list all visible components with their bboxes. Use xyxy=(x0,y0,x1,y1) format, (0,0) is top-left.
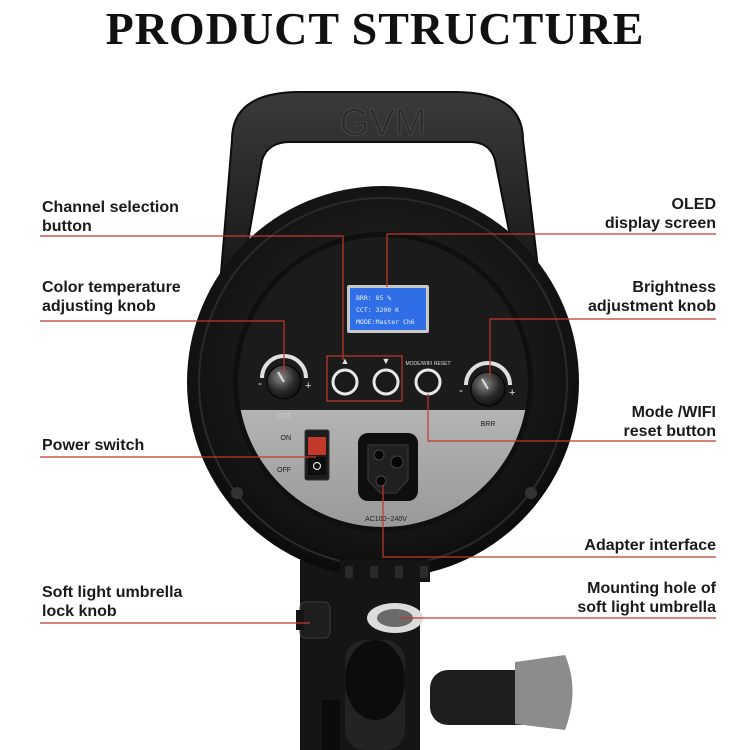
cct-knob-label: CCT xyxy=(277,413,292,420)
callout-text: soft light umbrella xyxy=(577,599,716,616)
voltage-label: AC100~240V xyxy=(365,516,407,523)
svg-text:+: + xyxy=(305,380,311,392)
adapter-socket[interactable] xyxy=(358,433,418,501)
callout-text: display screen xyxy=(604,215,716,232)
svg-text:-: - xyxy=(459,383,463,397)
callout-text: OLED xyxy=(671,196,716,213)
callout-text: Soft light umbrella xyxy=(42,584,183,601)
mount-bracket xyxy=(300,560,573,750)
mode-button-label: MODE/WIFI RESET xyxy=(406,361,451,367)
callout-channel-selection: Channel selection button xyxy=(42,198,179,236)
callout-power-switch: Power switch xyxy=(42,436,144,455)
callout-text: adjustment knob xyxy=(587,298,716,315)
brightness-knob[interactable]: - + xyxy=(459,361,515,407)
callout-adapter-interface: Adapter interface xyxy=(584,536,716,555)
callout-mounting-hole: Mounting hole of soft light umbrella xyxy=(577,579,716,617)
leader-mode xyxy=(427,394,716,442)
mode-wifi-reset-button[interactable] xyxy=(414,368,442,396)
channel-down-symbol: ▼ xyxy=(382,356,391,366)
channel-up-button[interactable] xyxy=(331,368,359,396)
leader-brightness xyxy=(489,318,716,377)
channel-up-symbol: ▲ xyxy=(341,356,350,366)
leader-cct xyxy=(40,320,285,374)
callout-text: Color temperature xyxy=(42,279,181,296)
oled-line-3: MODE:Master Ch6 xyxy=(356,318,415,326)
umbrella-mounting-hole xyxy=(367,603,423,633)
leader-channel xyxy=(40,235,344,360)
power-on-label: ON xyxy=(281,435,292,442)
power-switch[interactable] xyxy=(304,429,330,481)
svg-text:-: - xyxy=(258,376,262,390)
page-title: PRODUCT STRUCTURE xyxy=(105,3,645,54)
svg-text:+: + xyxy=(509,387,515,399)
callout-text: Mode /WIFI xyxy=(631,404,716,421)
callout-text: Brightness xyxy=(632,279,716,296)
cct-knob[interactable]: - + xyxy=(258,354,311,400)
channel-selection-buttons: ▲ ▼ xyxy=(326,355,403,402)
callout-text: Adapter interface xyxy=(584,537,716,554)
oled-display-screen: BRR: 85 % CCT: 3200 K MODE:Master Ch6 xyxy=(347,285,429,333)
oled-line-2: CCT: 3200 K xyxy=(356,306,399,314)
callout-color-temperature: Color temperature adjusting knob xyxy=(42,278,181,316)
callout-brightness: Brightness adjustment knob xyxy=(588,278,716,316)
callout-text: adjusting knob xyxy=(42,298,156,315)
callout-text: reset button xyxy=(623,423,716,440)
callout-text: lock knob xyxy=(42,603,117,620)
channel-down-button[interactable] xyxy=(372,368,400,396)
brr-knob-label: BRR xyxy=(481,421,496,428)
brand-logo: GVM xyxy=(340,102,427,144)
callout-mode-wifi: Mode /WIFI reset button xyxy=(624,403,716,441)
leader-oled xyxy=(386,233,716,287)
callout-text: Power switch xyxy=(42,437,145,454)
oled-line-1: BRR: 85 % xyxy=(356,294,391,302)
callout-text: button xyxy=(42,218,92,235)
leader-adapter xyxy=(382,485,716,558)
power-off-label: OFF xyxy=(277,467,291,474)
callout-oled-display: OLED display screen xyxy=(605,195,716,233)
umbrella-lock-knob[interactable] xyxy=(296,601,331,639)
callout-umbrella-lock-knob: Soft light umbrella lock knob xyxy=(42,583,182,621)
callout-leader-lines xyxy=(40,233,716,624)
callout-text: Mounting hole of xyxy=(587,580,716,597)
callout-text: Channel selection xyxy=(42,199,179,216)
